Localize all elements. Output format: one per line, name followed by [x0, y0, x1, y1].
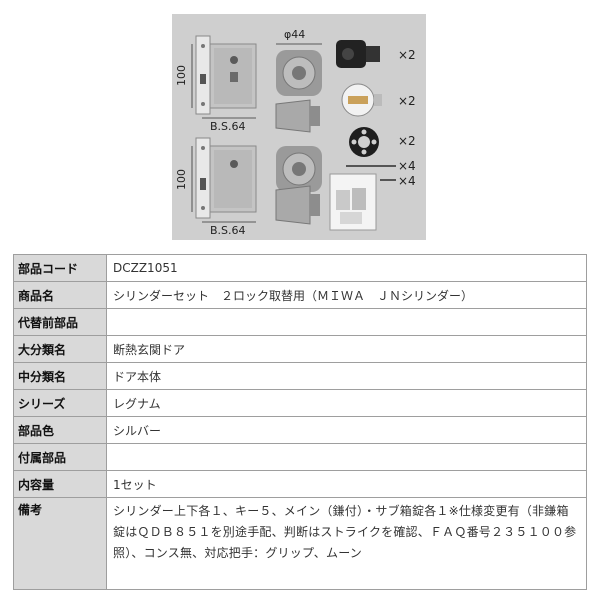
label-contents: 内容量 — [13, 470, 107, 498]
cylinder-cover — [336, 40, 380, 68]
label-part-code: 部品コード — [13, 254, 107, 282]
qty-short-screw: ×4 — [398, 174, 416, 188]
lock-case-upper — [195, 35, 257, 115]
qty-ring: ×2 — [398, 134, 416, 148]
value-major-category: 断熱玄関ドア — [106, 335, 587, 363]
label-major-category: 大分類名 — [13, 335, 107, 363]
dimension-diameter: φ44 — [284, 28, 306, 41]
label-middle-category: 中分類名 — [13, 362, 107, 390]
spec-table: 部品コード DCZZ1051 商品名 シリンダーセット ２ロック取替用（ＭＩＷＡ… — [13, 254, 587, 590]
label-accessory: 付属部品 — [13, 443, 107, 471]
label-part-color: 部品色 — [13, 416, 107, 444]
dimension-height-upper: 100 — [175, 65, 188, 86]
value-product-name: シリンダーセット ２ロック取替用（ＭＩＷＡ ＪＮシリンダー） — [106, 281, 587, 309]
row-contents: 内容量 1セット — [13, 470, 587, 498]
row-remarks: 備考 シリンダー上下各１、キー５、メイン（鎌付）・サブ箱錠各１※仕様変更有（非鎌… — [13, 497, 587, 590]
thumb-turn-plate — [341, 83, 382, 117]
value-part-color: シルバー — [106, 416, 587, 444]
product-photo: 100 B.S.64 100 B.S.64 φ44 ×2 ×2 ×2 ×4 ×4 — [172, 14, 426, 240]
dimension-backset-upper: B.S.64 — [210, 120, 246, 133]
row-part-color: 部品色 シルバー — [13, 416, 587, 444]
qty-thumb-turn: ×2 — [398, 94, 416, 108]
cylinder-upper-side — [275, 99, 320, 133]
value-part-code: DCZZ1051 — [106, 254, 587, 282]
value-accessory — [106, 443, 587, 471]
dimension-height-lower: 100 — [175, 169, 188, 190]
cylinder-lower-front — [276, 146, 322, 192]
label-replacement-part: 代替前部品 — [13, 308, 107, 336]
cylinder-upper-front — [276, 50, 322, 96]
parts-illustration — [191, 35, 396, 231]
row-middle-category: 中分類名 ドア本体 — [13, 362, 587, 390]
qty-long-screw: ×4 — [398, 159, 416, 173]
label-series: シリーズ — [13, 389, 107, 417]
dimension-backset-lower: B.S.64 — [210, 224, 246, 237]
value-replacement-part — [106, 308, 587, 336]
row-major-category: 大分類名 断熱玄関ドア — [13, 335, 587, 363]
label-product-name: 商品名 — [13, 281, 107, 309]
value-series: レグナム — [106, 389, 587, 417]
row-part-code: 部品コード DCZZ1051 — [13, 254, 587, 282]
value-contents: 1セット — [106, 470, 587, 498]
ring-washer — [349, 127, 379, 157]
value-remarks: シリンダー上下各１、キー５、メイン（鎌付）・サブ箱錠各１※仕様変更有（非鎌箱錠は… — [106, 497, 587, 590]
row-series: シリーズ レグナム — [13, 389, 587, 417]
qty-cylinder-cover: ×2 — [398, 48, 416, 62]
lock-case-lower — [195, 137, 257, 219]
row-accessory: 付属部品 — [13, 443, 587, 471]
label-remarks: 備考 — [13, 497, 107, 590]
row-product-name: 商品名 シリンダーセット ２ロック取替用（ＭＩＷＡ ＪＮシリンダー） — [13, 281, 587, 309]
row-replacement-part: 代替前部品 — [13, 308, 587, 336]
value-middle-category: ドア本体 — [106, 362, 587, 390]
cylinder-lower-side — [275, 185, 320, 225]
key-bag — [329, 173, 377, 231]
